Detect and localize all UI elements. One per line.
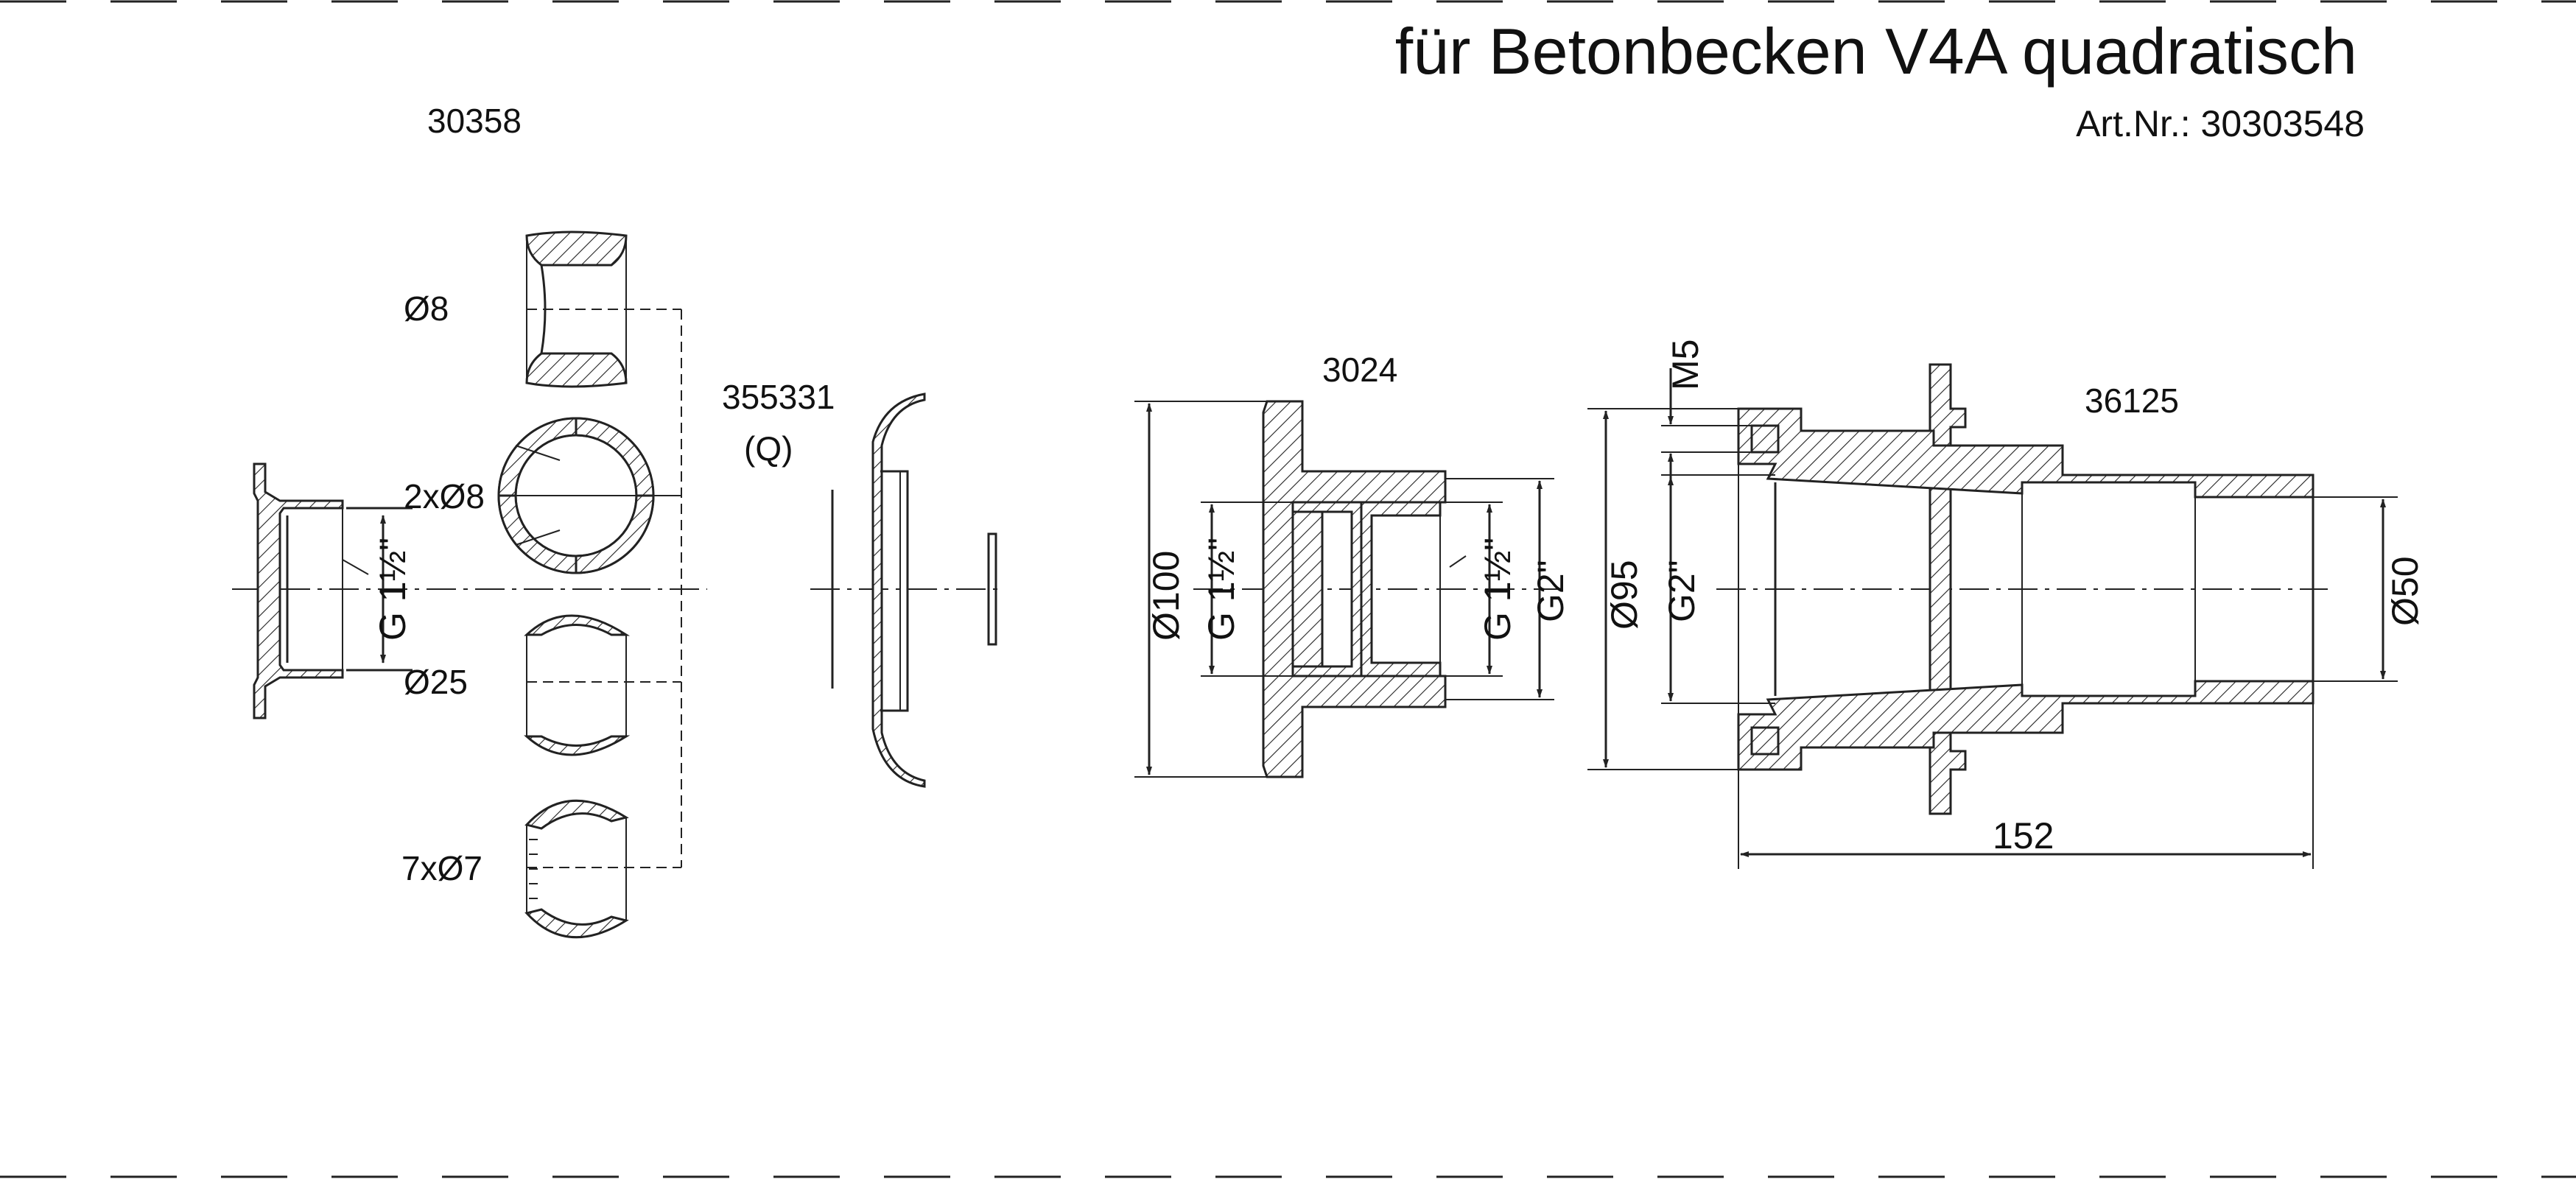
dim-g2: G2" [1661,560,1702,622]
nozzle-3-label: Ø25 [404,663,468,701]
part-30358-label: 30358 [427,102,522,140]
nozzle-4 [524,799,629,830]
nozzle-2-label: 2xØ8 [404,477,485,515]
part-3024-label: 3024 [1322,351,1397,389]
dim-100: Ø100 [1145,551,1187,641]
nozzle-1 [525,230,628,267]
nozzle-4-label: 7xØ7 [401,849,482,887]
part-355331: 355331 (Q) [722,378,1002,788]
article-number: Art.Nr.: 30303548 [2076,103,2365,144]
drawing-title: für Betonbecken V4A quadratisch [1395,15,2357,88]
dim-m5: M5 [1665,339,1706,390]
nozzle-column: Ø8 2xØ8 Ø25 7xØ7 [401,230,682,939]
thread-right: G 1½" [1477,538,1518,641]
thread-outer: G2" [1530,560,1571,622]
screw-pocket-top [1750,424,1780,454]
part-30358-thread: G 1½" [372,538,413,641]
thread-left: G 1½" [1201,538,1242,641]
dim-152: 152 [1993,815,2054,856]
part-355331-label: 355331 [722,378,835,416]
nozzle-1-label: Ø8 [404,289,449,328]
part-30358: 30358 G 1½" [232,102,707,719]
dim-95: Ø95 [1604,560,1645,630]
dim-50: Ø50 [2384,556,2426,626]
part-355331-variant: (Q) [744,429,793,468]
part-36125: 36125 M5 Ø95 G2" Ø5 [1587,339,2426,869]
screw-pocket-bottom [1750,726,1780,756]
part-3024: 3024 Ø100 G 1½" G 1½" G2" [1134,351,1571,778]
part-36125-label: 36125 [2085,381,2179,420]
nozzle-3 [524,614,631,636]
